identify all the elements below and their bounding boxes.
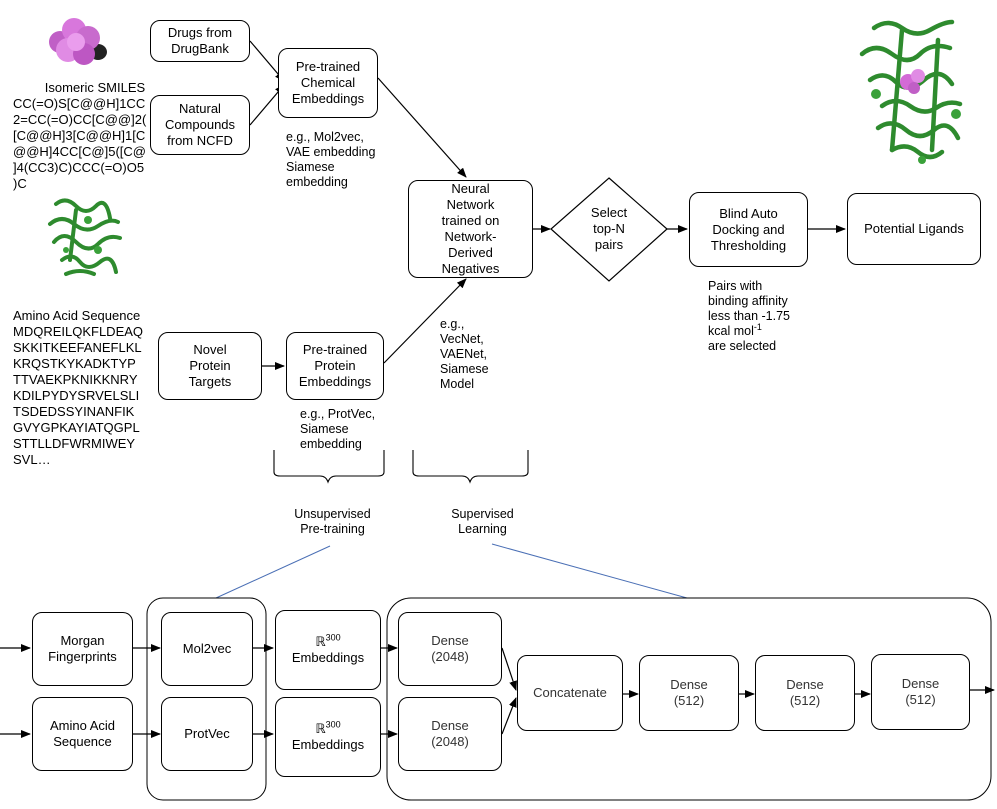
- potential-ligands-box: Potential Ligands: [847, 193, 981, 265]
- reals-symbol: ℝ: [315, 721, 326, 736]
- protein-image-right: [859, 19, 963, 164]
- model-examples: e.g., VecNet, VAENet, Siamese Model: [440, 317, 489, 391]
- natural-compounds-box: Natural Compounds from NCFD: [150, 95, 250, 155]
- pairs-note-exponent: -1: [753, 321, 762, 332]
- concatenate-box: Concatenate: [517, 655, 623, 731]
- amino-acid-title: Amino Acid Sequence: [13, 308, 141, 323]
- prot-embeddings-300-box: ℝ300 Embeddings: [275, 697, 381, 777]
- dimension-superscript: 300: [325, 719, 341, 730]
- select-diamond-shape: [550, 177, 668, 282]
- dense-2048-prot-box: Dense (2048): [398, 697, 502, 771]
- pairs-note-body: Pairs with binding affinity less than -1…: [708, 279, 790, 338]
- dense-512-box-1: Dense (512): [639, 655, 739, 731]
- protein-image-left: [48, 198, 122, 276]
- blind-docking-box: Blind Auto Docking and Thresholding: [689, 192, 808, 267]
- unsupervised-pretraining-label: Unsupervised Pre-training: [294, 507, 371, 536]
- amino-acid-sequence-box: Amino Acid Sequence: [32, 697, 133, 771]
- mol2vec-box: Mol2vec: [161, 612, 253, 686]
- novel-protein-targets-box: Novel Protein Targets: [158, 332, 262, 400]
- pairs-selection-note: Pairs with binding affinity less than -1…: [708, 279, 838, 354]
- smiles-string: CC(=O)S[C@@H]1CC 2=CC(=O)CC[C@@]2( [C@@H…: [13, 96, 147, 191]
- protein-embeddings-box: Pre-trained Protein Embeddings: [286, 332, 384, 400]
- dimension-superscript: 300: [325, 632, 341, 643]
- dense-512-box-3: Dense (512): [871, 654, 970, 730]
- neural-network-box: Neural Network trained on Network- Deriv…: [408, 180, 533, 278]
- chemical-embeddings-examples: e.g., Mol2vec, VAE embedding Siamese emb…: [286, 130, 376, 189]
- drugs-drugbank-box: Drugs from DrugBank: [150, 20, 250, 62]
- morgan-fingerprints-box: Morgan Fingerprints: [32, 612, 133, 686]
- reals-symbol: ℝ: [315, 634, 326, 649]
- embeddings-label: Embeddings: [291, 737, 365, 752]
- molecule-image: [49, 18, 107, 65]
- supervised-learning-label: Supervised Learning: [451, 507, 514, 536]
- dense-512-box-2: Dense (512): [755, 655, 855, 731]
- protein-embeddings-examples: e.g., ProtVec, Siamese embedding: [300, 407, 376, 451]
- dense-2048-chem-box: Dense (2048): [398, 612, 502, 686]
- chemical-embeddings-box: Pre-trained Chemical Embeddings: [278, 48, 378, 118]
- amino-acid-string: MDQREILQKFLDEAQ SKKITKEEFANEFLKL KRQSTKY…: [13, 324, 144, 467]
- select-top-n-label: Select top-N pairs: [590, 205, 628, 252]
- smiles-title: Isomeric SMILES: [44, 80, 146, 95]
- embeddings-label: Embeddings: [291, 650, 365, 665]
- chem-embeddings-300-box: ℝ300 Embeddings: [275, 610, 381, 690]
- protvec-box: ProtVec: [161, 697, 253, 771]
- pairs-note-tail: are selected: [708, 339, 777, 353]
